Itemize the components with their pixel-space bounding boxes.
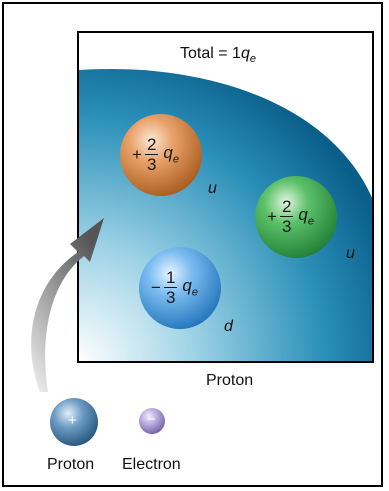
quark-flavor-label: u xyxy=(208,180,217,197)
q-symbol: qe xyxy=(163,143,179,166)
proton-legend-sphere xyxy=(50,398,98,446)
proton-plus-symbol: + xyxy=(68,412,77,429)
fraction-numerator: 1 xyxy=(163,268,178,288)
electron-legend-sphere xyxy=(139,408,165,434)
down-quark-sphere xyxy=(139,247,221,329)
zoom-arrow xyxy=(31,218,104,392)
quark-charge-label: + 2 3 qe xyxy=(267,198,314,235)
fraction-denominator: 3 xyxy=(281,217,292,236)
total-charge-label: Total = 1qe xyxy=(180,45,256,65)
charge-sign: + xyxy=(132,144,142,164)
total-q-symbol: q xyxy=(240,45,250,62)
charge-fraction: 2 3 xyxy=(279,197,294,236)
quark-flavor-label: u xyxy=(346,245,355,262)
fraction-denominator: 3 xyxy=(146,155,157,174)
electron-legend-label: Electron xyxy=(122,456,181,473)
up-quark-green-sphere xyxy=(255,176,337,258)
quark-charge-label: − 1 3 qe xyxy=(151,269,198,306)
total-prefix: Total = 1 xyxy=(180,45,241,62)
q-symbol: qe xyxy=(298,205,314,228)
zoom-panel-border xyxy=(77,31,374,363)
quark-charge-label: + 2 3 qe xyxy=(132,136,179,173)
charge-fraction: 1 3 xyxy=(163,268,178,307)
proton-legend-label: Proton xyxy=(47,456,95,473)
q-symbol: qe xyxy=(182,276,198,299)
up-quark-orange-sphere xyxy=(120,114,202,196)
fraction-numerator: 2 xyxy=(279,197,294,217)
quark-flavor-label: d xyxy=(224,318,233,335)
panel-caption: Proton xyxy=(206,372,254,389)
total-q-subscript: e xyxy=(249,53,256,66)
charge-fraction: 2 3 xyxy=(144,135,159,174)
electron-minus-symbol: − xyxy=(147,411,156,428)
charge-sign: − xyxy=(151,277,161,297)
fraction-denominator: 3 xyxy=(165,288,176,307)
charge-sign: + xyxy=(267,206,277,226)
fraction-numerator: 2 xyxy=(144,135,159,155)
